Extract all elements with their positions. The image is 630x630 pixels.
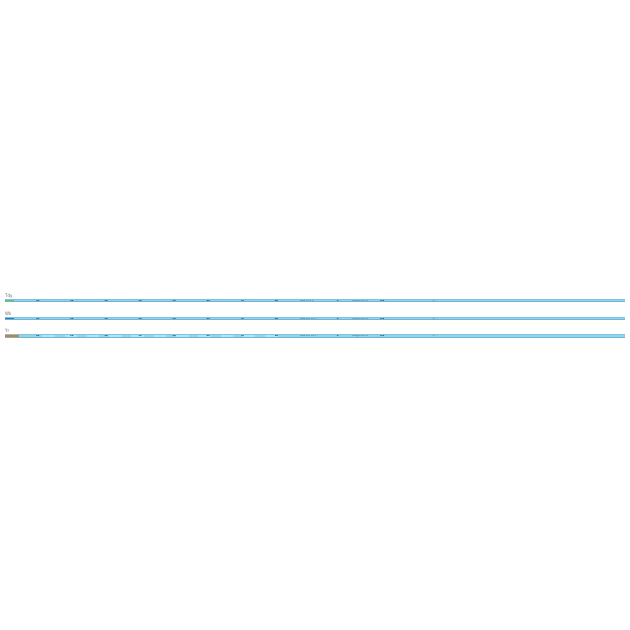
track-mark: 20	[70, 298, 74, 302]
bar-segment	[153, 334, 167, 337]
bar-segment	[198, 334, 211, 337]
bar-segment	[243, 334, 256, 337]
track-mark: 60	[206, 333, 210, 337]
track-mark: 8	[336, 333, 339, 337]
bar-segment	[109, 334, 122, 337]
track-mark: 40	[138, 333, 142, 337]
track-mark: 0 · ·	[432, 333, 438, 337]
track-mark: Length 0.0 m	[352, 316, 369, 320]
track-mark: 30	[104, 333, 108, 337]
track-mark: 0/0	[380, 333, 385, 337]
track-label: Wk	[5, 311, 12, 316]
track-label: Yr	[5, 328, 10, 333]
track-mark: 0 · ·	[432, 298, 438, 302]
track-weekly: Wk 10 20 30 40 50 60 70 80 Total 9.0 1.0 L 8 Lengt…	[5, 311, 625, 320]
track-mark: Total 9.0 1.0 L	[299, 333, 317, 337]
track-mark: 0/0	[380, 298, 385, 302]
progress-fill	[5, 317, 15, 319]
track-mark: 80	[274, 316, 279, 320]
track-mark: Total 1.13 L	[299, 298, 314, 302]
track-mark: 50	[172, 316, 176, 320]
bar-segment	[176, 334, 189, 337]
track-mark: Length 0.0 m	[352, 298, 369, 302]
track-mark: 50	[172, 298, 176, 302]
bar-segment	[42, 334, 55, 337]
track-mark: 80	[274, 298, 279, 302]
bar-segment	[131, 334, 144, 337]
track-mark: 20	[70, 333, 74, 337]
progress-fill	[5, 299, 15, 301]
track-mark: 70	[240, 298, 244, 302]
track-mark: 20	[70, 316, 74, 320]
track-mark: 40	[138, 316, 142, 320]
track-mark: 60	[206, 298, 210, 302]
track-mark: 10	[36, 333, 40, 337]
track-bar[interactable]: 10 20 30 40 50 60 70 80 Total 1.13 L 8 Length 0.0 …	[5, 298, 625, 302]
track-mark: 60	[206, 316, 210, 320]
track-mark: 50	[172, 333, 176, 337]
track-mark: 0/0	[380, 316, 385, 320]
track-mark: 8	[336, 298, 339, 302]
progress-fill	[5, 334, 20, 337]
bar-segment	[220, 334, 234, 337]
bar-segment	[86, 334, 100, 337]
track-mark: 40	[138, 298, 142, 302]
track-mark: 80	[274, 333, 279, 337]
track-mark: 10	[36, 298, 40, 302]
track-yearly: Yr 10 20 30 40 50 60 70 80 Total 9.0 1.0 L 8 Lengt…	[5, 328, 625, 338]
track-mark: 70	[240, 333, 244, 337]
bar-segment	[64, 334, 77, 337]
track-mark: 70	[240, 316, 244, 320]
track-mark: 30	[104, 316, 108, 320]
bar-segment	[265, 334, 278, 337]
track-mark: Length 0.0 m	[352, 333, 369, 337]
track-mark: 30	[104, 298, 108, 302]
track-label: Tdy	[5, 293, 13, 298]
track-bar[interactable]: 10 20 30 40 50 60 70 80 Total 9.0 1.0 L 8 Length 0…	[5, 316, 625, 320]
track-mark: 10	[36, 316, 40, 320]
track-mark: Total 9.0 1.0 L	[299, 316, 317, 320]
track-bar[interactable]: 10 20 30 40 50 60 70 80 Total 9.0 1.0 L 8 Length 0…	[5, 333, 625, 338]
track-daily: Tdy 10 20 30 40 50 60 70 80 Total 1.13 L 8 Length …	[5, 293, 625, 302]
track-mark: 8	[336, 316, 339, 320]
track-mark: 0 · ·	[432, 316, 438, 320]
